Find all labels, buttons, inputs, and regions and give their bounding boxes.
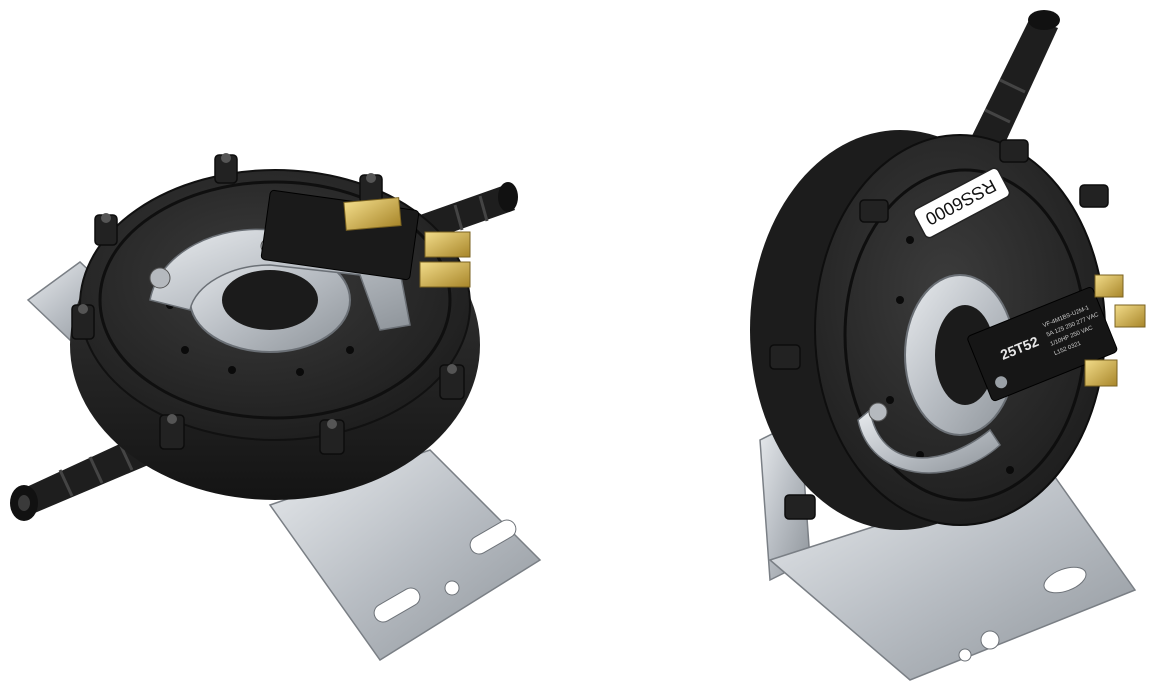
terminal — [1084, 359, 1118, 387]
hose-barb-top — [420, 182, 518, 240]
bracket-hole — [444, 580, 460, 596]
bracket-slot — [373, 587, 421, 623]
microswitch-right: 25T52 VF-4M1BS-U2M-1 5A 125 250 277 VAC … — [967, 287, 1118, 402]
bracket-slot — [469, 519, 517, 555]
arm-screw — [868, 402, 888, 422]
terminal — [419, 261, 471, 288]
screw-heads — [78, 153, 457, 429]
terminal — [424, 231, 471, 258]
terminal — [1114, 304, 1146, 328]
microswitch-rivet — [995, 376, 1008, 389]
terminal — [1094, 274, 1124, 298]
actuator-arm — [857, 408, 1001, 474]
arm-screw — [149, 267, 171, 289]
pressure-switch-right: RSS6000 25T52 VF-4M1BS-U2M-1 5A 125 250 … — [750, 10, 1146, 681]
diaphragm-opening — [935, 305, 995, 405]
bracket-slot — [1043, 566, 1087, 594]
hose-barb-top — [965, 10, 1060, 165]
pressure-switch-left — [10, 153, 542, 662]
bracket-hole — [980, 630, 1000, 650]
screw-posts — [71, 154, 465, 455]
bracket-hole — [958, 648, 972, 662]
vent-holes — [886, 236, 1014, 474]
terminal — [343, 197, 402, 231]
screw-posts — [769, 139, 1109, 520]
diaphragm-opening — [222, 270, 318, 330]
housing-inner-ring — [98, 180, 452, 420]
hose-barb-left — [10, 430, 160, 521]
vent-holes — [166, 301, 354, 376]
